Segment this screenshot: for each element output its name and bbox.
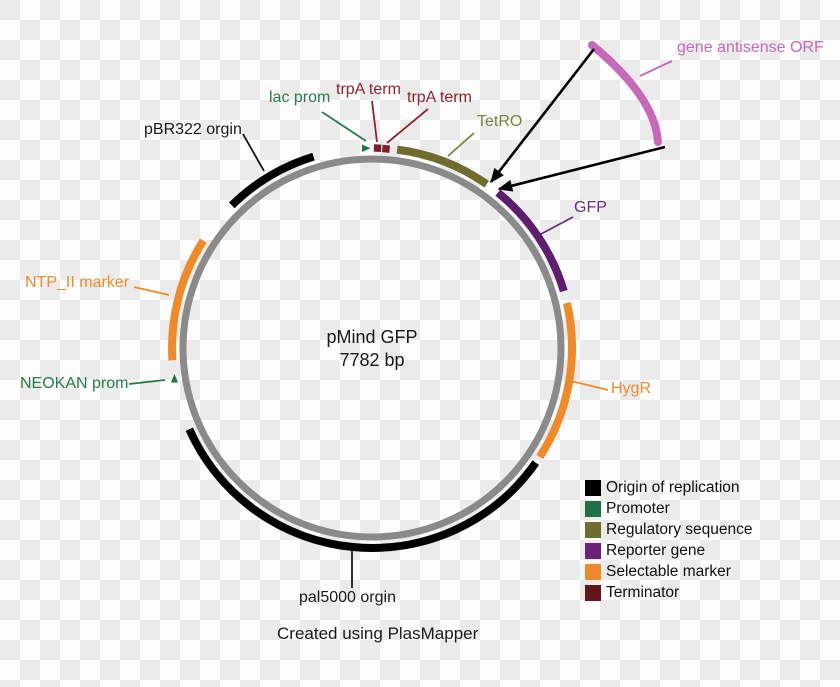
arc-gene-antisense-orf — [588, 41, 662, 146]
label-pal5000-origin: pal5000 orgin — [299, 589, 396, 606]
legend-swatch-origin-of-replication — [585, 479, 601, 496]
trpa-term-box-1 — [373, 144, 382, 152]
arc-hygr — [536, 302, 577, 460]
legend-swatch-selectable-marker — [585, 563, 601, 580]
trpa-term-box-2 — [381, 144, 391, 153]
leader-pbr322 — [242, 133, 265, 172]
lac-prom-arrow-glyph — [362, 144, 371, 152]
legend-swatch-reporter-gene — [585, 542, 601, 559]
leader-trpa-term-2 — [386, 108, 429, 144]
legend-item: Reporter gene — [585, 540, 753, 561]
leader-tetro — [447, 132, 475, 157]
label-neokan-prom: NEOKAN prom — [20, 375, 129, 392]
arc-pal5000-origin — [185, 427, 540, 552]
legend-item: Promoter — [585, 498, 753, 519]
plasmid-name: pMind GFP — [326, 327, 418, 347]
legend-item: Regulatory sequence — [585, 519, 753, 540]
label-pbr322-origin: pBR322 orgin — [144, 121, 242, 138]
arc-gfp — [495, 189, 568, 293]
legend-item: Origin of replication — [585, 477, 753, 498]
credit-text: Created using PlasMapper — [277, 624, 479, 643]
label-gene-antisense-orf: gene antisense ORF — [677, 39, 824, 56]
label-trpa-term-1: trpA term — [336, 81, 401, 98]
neokan-prom-arrow-glyph — [171, 374, 178, 383]
label-lac-prom: lac prom — [269, 89, 331, 106]
legend-swatch-terminator — [585, 584, 601, 601]
legend-label: Terminator — [606, 583, 680, 601]
plasmid-backbone-ring — [179, 155, 565, 541]
insertion-arrow-upper — [489, 48, 596, 183]
legend-label: Promoter — [606, 499, 670, 517]
legend-item: Selectable marker — [585, 561, 753, 582]
legend-label: Reporter gene — [606, 541, 706, 559]
leader-hygr — [570, 380, 609, 391]
insertion-arrow-lower — [497, 145, 666, 192]
legend-swatch-regulatory-sequence — [585, 521, 601, 538]
leader-lac-prom — [321, 111, 367, 142]
plasmid-title: pMind GFP 7782 bp — [326, 326, 417, 372]
leader-neokan — [128, 379, 166, 385]
plasmid-size: 7782 bp — [339, 350, 405, 370]
leader-ntp-ii — [133, 286, 170, 296]
leader-gene-antisense-orf — [639, 60, 673, 77]
leader-trpa-term-1 — [371, 100, 378, 143]
legend-label: Selectable marker — [606, 562, 731, 580]
label-gfp: GFP — [574, 199, 607, 216]
legend-label: Regulatory sequence — [606, 520, 753, 538]
arc-pbr322-origin — [228, 152, 315, 209]
label-tetro: TetRO — [477, 113, 523, 130]
legend-swatch-promoter — [585, 500, 601, 517]
label-trpa-term-2: trpA term — [407, 89, 472, 106]
leader-gfp — [540, 216, 574, 235]
arc-ntp-ii-marker — [168, 238, 207, 361]
legend-label: Origin of replication — [606, 478, 740, 496]
arc-tetro — [396, 145, 489, 188]
legend: Origin of replication Promoter Regulator… — [585, 477, 753, 603]
legend-item: Terminator — [585, 582, 753, 603]
label-ntp-ii-marker: NTP_II marker — [25, 274, 130, 291]
label-hygr: HygR — [611, 380, 652, 397]
